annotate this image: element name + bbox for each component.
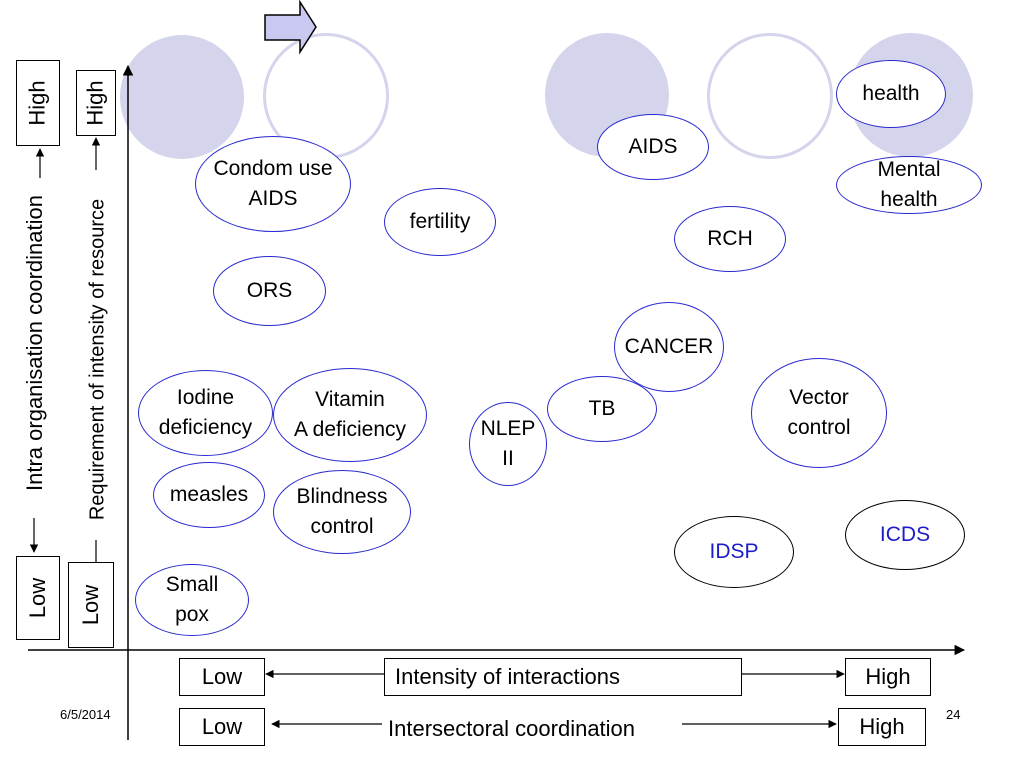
programme-ors: ORS [213, 256, 326, 326]
y-inner-axis-label: Requirement of intensity of resource [86, 198, 109, 521]
y-outer-low-box: Low [16, 556, 60, 640]
programme-icds: ICDS [845, 500, 965, 570]
y-outer-axis-label: Intra organisation coordination [22, 195, 47, 491]
block-arrow-icon [264, 0, 317, 55]
programme-blindness-control: Blindness control [273, 470, 411, 554]
programme-small-pox: Small pox [135, 564, 249, 636]
x-lower-axis-label: Intersectoral coordination [388, 716, 636, 742]
programme-tb: TB [547, 376, 657, 442]
programme-vector-control: Vector control [751, 358, 887, 468]
programme-health: health [836, 60, 946, 128]
programme-iodine-deficiency: Iodine deficiency [138, 370, 273, 456]
x-upper-low-box: Low [179, 658, 265, 696]
y-inner-high-box: High [76, 70, 116, 136]
x-upper-high-box: High [845, 658, 931, 696]
programme-rch: RCH [674, 206, 786, 272]
programme-fertility: fertility [384, 188, 496, 256]
programme-condom-use-aids: Condom use AIDS [195, 136, 351, 232]
programme-vitamin-a-deficiency: Vitamin A deficiency [273, 368, 427, 462]
slide-page-number: 24 [946, 707, 961, 722]
highlight-circle-ring [707, 33, 833, 159]
programme-idsp: IDSP [674, 516, 794, 588]
programme-aids: AIDS [597, 114, 709, 180]
programme-cancer: CANCER [614, 302, 724, 392]
y-inner-low-box: Low [68, 562, 114, 648]
highlight-circle-filled [120, 35, 244, 159]
programme-nlep-ii: NLEP II [469, 402, 547, 486]
programme-measles: measles [153, 462, 265, 528]
x-lower-low-box: Low [179, 708, 265, 746]
slide-date: 6/5/2014 [60, 707, 111, 722]
y-outer-high-box: High [16, 60, 60, 146]
x-upper-axis-label: Intensity of interactions [384, 658, 742, 696]
x-lower-high-box: High [838, 708, 926, 746]
programme-mental-health: Mental health [836, 156, 982, 214]
